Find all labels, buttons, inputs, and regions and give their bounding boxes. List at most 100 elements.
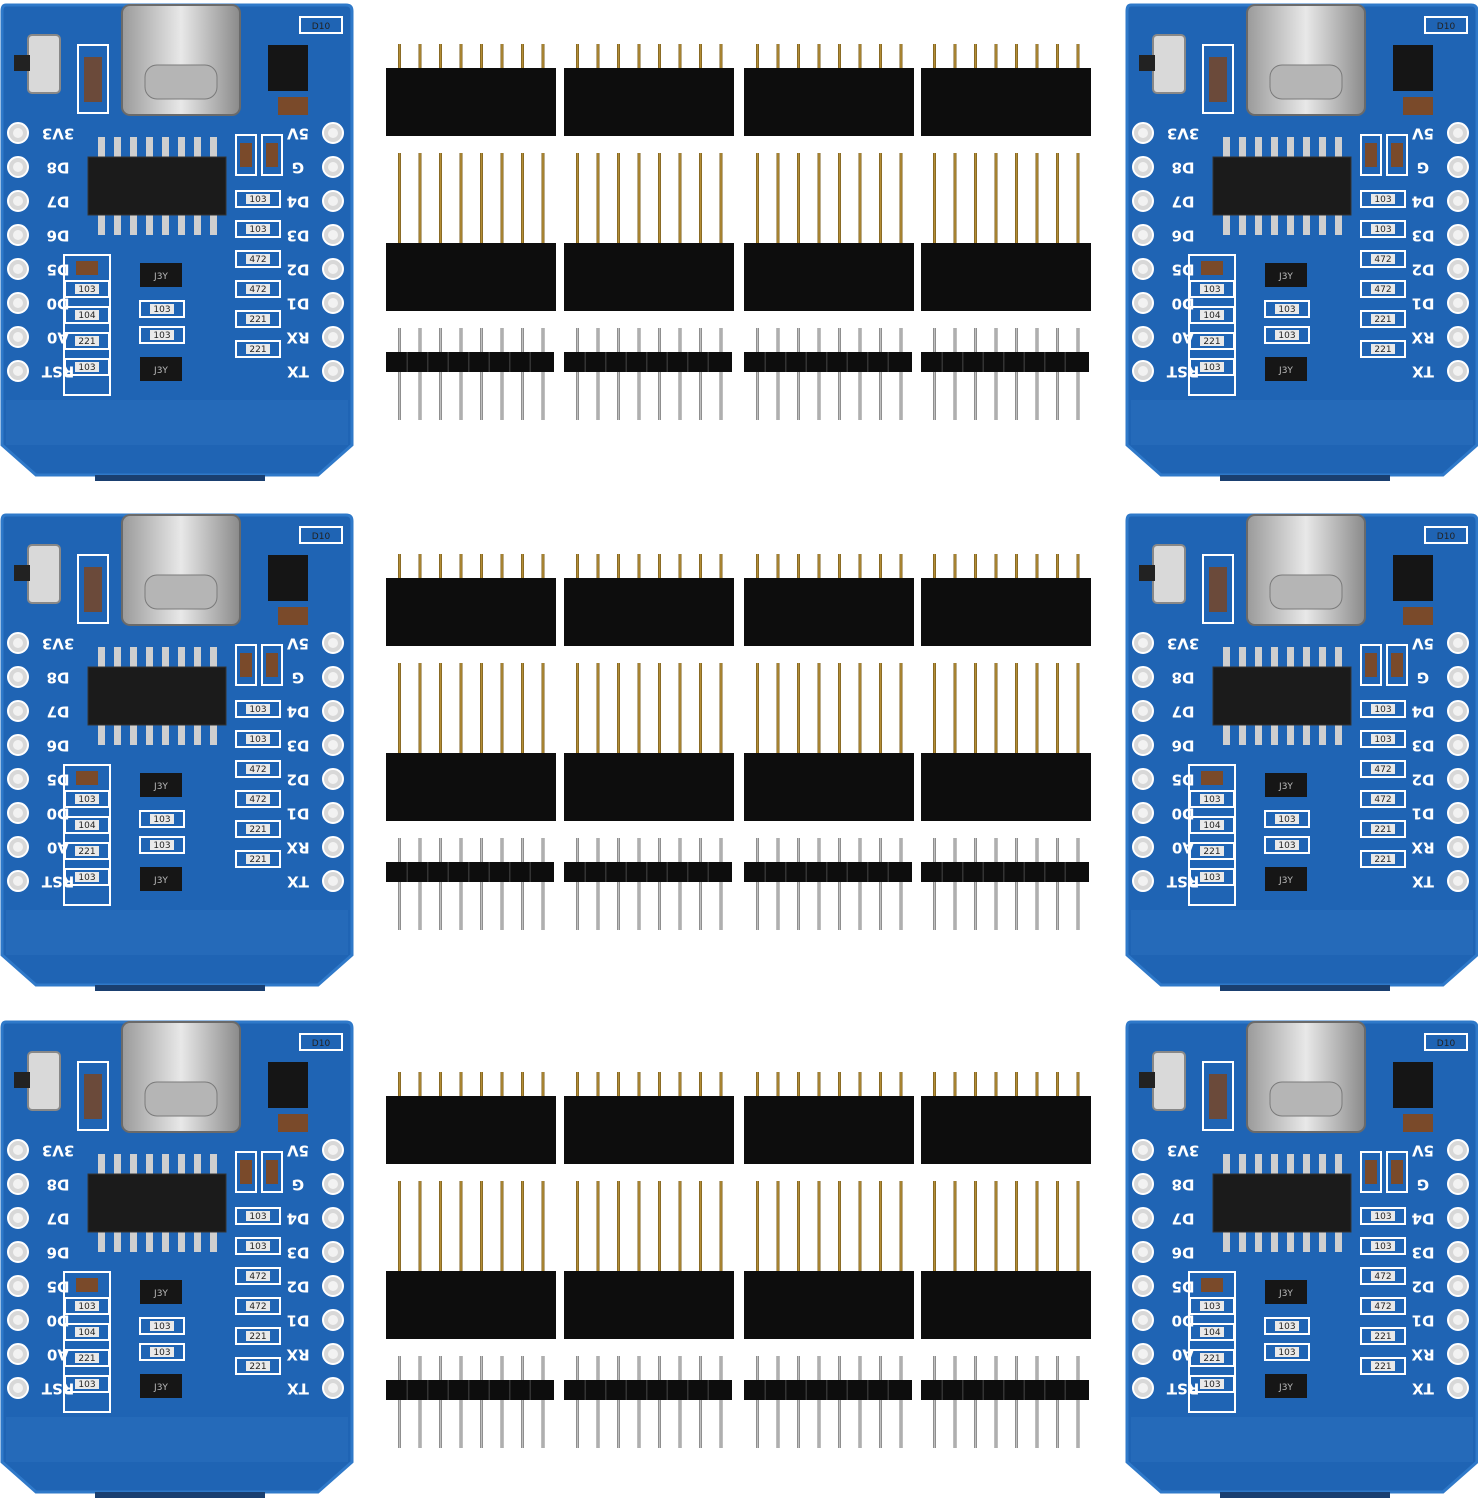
male-header-divider bbox=[646, 1380, 648, 1400]
male-header-divider bbox=[785, 862, 787, 882]
resistor-code: 104 bbox=[78, 311, 95, 321]
resistor-body bbox=[1371, 1241, 1395, 1251]
female-header-body bbox=[744, 578, 914, 646]
regulator-chip bbox=[268, 1062, 308, 1108]
resistor-body bbox=[75, 820, 99, 830]
female-header-body bbox=[564, 243, 734, 311]
ic-pin bbox=[1287, 1154, 1294, 1178]
resistor-code: 103 bbox=[1203, 363, 1220, 373]
resistor-outline bbox=[64, 358, 110, 376]
ic-pin bbox=[114, 1228, 121, 1252]
ic-pin bbox=[1319, 1154, 1326, 1178]
cap-body bbox=[1365, 653, 1377, 677]
ic-pin bbox=[162, 647, 169, 671]
header-pin-gold bbox=[500, 44, 504, 70]
male-header-divider bbox=[625, 352, 627, 372]
header-pin-gold bbox=[933, 1181, 936, 1273]
resistor-body bbox=[1371, 1301, 1395, 1311]
male-header-divider bbox=[529, 352, 531, 372]
header-pin-gold bbox=[1076, 1181, 1080, 1273]
header-pin-gold bbox=[617, 153, 620, 245]
male-header-divider bbox=[1044, 1380, 1046, 1400]
left-pin-label: D7 bbox=[1172, 1210, 1195, 1228]
header-pin-gold bbox=[776, 44, 780, 70]
header-pin-gold bbox=[858, 663, 862, 755]
header-pin-gold bbox=[658, 44, 661, 70]
header-pin-gold bbox=[596, 1072, 600, 1098]
right-pin-hole-center bbox=[328, 1145, 338, 1155]
resistor-outline bbox=[64, 1349, 110, 1367]
male-header-divider bbox=[867, 862, 869, 882]
ic-pin bbox=[98, 1228, 105, 1252]
right-pin-label: RX bbox=[1411, 329, 1435, 347]
resistor-body bbox=[150, 1347, 174, 1357]
smd-component bbox=[1403, 607, 1433, 625]
male-header-divider bbox=[625, 862, 627, 882]
resistor-code: 472 bbox=[1374, 285, 1391, 295]
header-pin-gold bbox=[858, 1181, 862, 1273]
male-header-divider bbox=[962, 862, 964, 882]
header-pin-gold bbox=[1015, 153, 1018, 245]
male-header-body bbox=[386, 862, 554, 882]
header-pin-gold bbox=[858, 44, 862, 70]
resistor-outline bbox=[235, 250, 281, 268]
right-pin-label: G bbox=[1417, 159, 1429, 177]
header-pin-gold bbox=[678, 554, 682, 580]
resistor-outline bbox=[235, 700, 281, 718]
transistor-bottom bbox=[140, 357, 182, 381]
resistor-outline bbox=[235, 1327, 281, 1345]
right-pin-label: RX bbox=[286, 839, 310, 857]
resistor-code: 472 bbox=[249, 795, 266, 805]
usb-serial-chip bbox=[87, 156, 227, 216]
right-pin-hole-center bbox=[328, 1247, 338, 1257]
left-pin-label: D7 bbox=[1172, 703, 1195, 721]
bottom-connector-shadow bbox=[95, 985, 265, 991]
header-pin-silver bbox=[858, 1356, 862, 1448]
header-pin-silver bbox=[879, 838, 882, 930]
resistor-outline bbox=[1189, 358, 1235, 376]
left-pin-hole-center bbox=[1138, 332, 1148, 342]
transistor-top-code: J3Y bbox=[1278, 782, 1293, 792]
resistor-code: 221 bbox=[1374, 855, 1391, 865]
header-pin-gold bbox=[398, 44, 401, 70]
header-pin-gold bbox=[418, 1181, 422, 1273]
resistor-outline bbox=[64, 842, 110, 860]
female-header-body bbox=[386, 578, 556, 646]
resistor-outline bbox=[1189, 332, 1235, 350]
right-pin-hole-center bbox=[1453, 1213, 1463, 1223]
resistor-code: 104 bbox=[1203, 311, 1220, 321]
resistor-outline bbox=[1264, 1343, 1310, 1361]
ic-pin bbox=[1287, 721, 1294, 745]
header-pin-gold bbox=[1056, 1072, 1059, 1098]
bottom-connector-shadow bbox=[95, 1492, 265, 1498]
header-pin-silver bbox=[699, 838, 702, 930]
ic-pin bbox=[178, 1228, 185, 1252]
header-pin-gold bbox=[933, 554, 936, 580]
resistor-body bbox=[246, 704, 270, 714]
male-header-divider bbox=[406, 352, 408, 372]
header-pin-gold bbox=[596, 554, 600, 580]
header-pin-gold bbox=[933, 44, 936, 70]
left-pin-hole-center bbox=[1138, 706, 1148, 716]
header-pin-silver bbox=[953, 328, 957, 420]
ic-pin bbox=[114, 137, 121, 161]
left-pin-hole-center bbox=[13, 1349, 23, 1359]
transistor-top-code: J3Y bbox=[153, 782, 168, 792]
resistor-outline bbox=[1360, 700, 1406, 718]
header-pin-gold bbox=[521, 1072, 524, 1098]
ic-pin bbox=[194, 1154, 201, 1178]
male-header-divider bbox=[867, 1380, 869, 1400]
left-pin-hole-center bbox=[1138, 740, 1148, 750]
resistor-body bbox=[246, 854, 270, 864]
right-pin-hole-center bbox=[328, 366, 338, 376]
right-pin-label: RX bbox=[1411, 1346, 1435, 1364]
header-pin-gold bbox=[398, 554, 401, 580]
right-pin-label: D1 bbox=[287, 295, 310, 313]
ic-pin bbox=[210, 1154, 217, 1178]
header-pin-silver bbox=[480, 328, 483, 420]
ic-pin bbox=[1255, 137, 1262, 161]
header-pin-gold bbox=[459, 44, 463, 70]
header-pin-silver bbox=[658, 1356, 661, 1448]
right-pin-hole-center bbox=[1453, 740, 1463, 750]
header-pin-silver bbox=[678, 1356, 682, 1448]
